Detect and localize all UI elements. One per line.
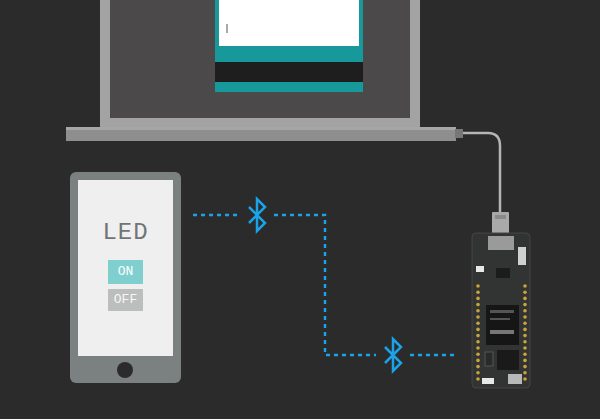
main-chip — [486, 305, 519, 345]
connector — [508, 374, 522, 384]
header-pin — [523, 315, 527, 319]
header-pin — [476, 297, 480, 301]
chip-marking — [490, 330, 514, 334]
header-pin — [523, 334, 527, 338]
header-pin — [523, 371, 527, 375]
phone-screen: LED ON OFF — [78, 180, 173, 356]
off-button: OFF — [108, 289, 143, 311]
header-pin — [523, 303, 527, 307]
window-band — [215, 62, 363, 82]
header-pin — [523, 290, 527, 294]
laptop-screen — [110, 0, 410, 118]
header-pin — [523, 365, 527, 369]
window-pane — [219, 0, 359, 46]
header-pin — [476, 303, 480, 307]
app-window — [215, 0, 363, 92]
arduino-board — [472, 233, 530, 388]
usb-connector — [488, 236, 514, 250]
header-pin — [523, 377, 527, 381]
button — [476, 266, 484, 272]
on-button: ON — [108, 260, 143, 284]
header-pin — [476, 359, 480, 363]
header-pin — [523, 352, 527, 356]
board-pcb — [472, 233, 530, 388]
smartphone — [70, 172, 181, 383]
home-button — [117, 362, 133, 378]
chip-small — [496, 268, 510, 278]
laptop-bezel — [100, 0, 420, 129]
header-pin — [523, 359, 527, 363]
component — [485, 352, 493, 366]
component — [518, 247, 526, 265]
chip — [497, 350, 519, 370]
screen-label: LED — [78, 218, 173, 248]
chip-marking — [490, 318, 510, 320]
header-pin — [523, 346, 527, 350]
header-pin — [476, 371, 480, 375]
usb-plug — [492, 212, 509, 236]
header-pin — [523, 309, 527, 313]
bluetooth-symbol — [385, 339, 401, 371]
laptop-base-edge — [66, 127, 456, 130]
chip-marking — [490, 310, 514, 313]
laptop-base — [66, 127, 456, 141]
connector — [482, 378, 494, 384]
text-cursor — [227, 24, 228, 33]
header-pin — [523, 297, 527, 301]
header-pin — [476, 328, 480, 332]
usb-plug-detail — [495, 215, 506, 219]
header-pin — [476, 290, 480, 294]
header-pin — [476, 352, 480, 356]
header-pin — [476, 340, 480, 344]
header-pin — [523, 340, 527, 344]
phone-body — [70, 172, 181, 383]
header-pin — [523, 321, 527, 325]
header-pin — [476, 309, 480, 313]
usb-port — [455, 129, 463, 138]
button-label: OFF — [108, 289, 143, 311]
dotted-link — [193, 215, 456, 355]
header-pins — [476, 284, 527, 381]
header-pin — [476, 346, 480, 350]
header-pin — [523, 328, 527, 332]
header-pin — [476, 315, 480, 319]
laptop — [66, 0, 463, 141]
button-label: ON — [108, 260, 143, 284]
bluetooth-symbol — [249, 199, 265, 231]
usb-cable — [463, 133, 500, 214]
bluetooth-link — [193, 199, 456, 371]
header-pin — [476, 321, 480, 325]
header-pin — [476, 284, 480, 288]
header-pin — [476, 365, 480, 369]
header-pin — [476, 377, 480, 381]
header-pin — [476, 334, 480, 338]
header-pin — [523, 284, 527, 288]
